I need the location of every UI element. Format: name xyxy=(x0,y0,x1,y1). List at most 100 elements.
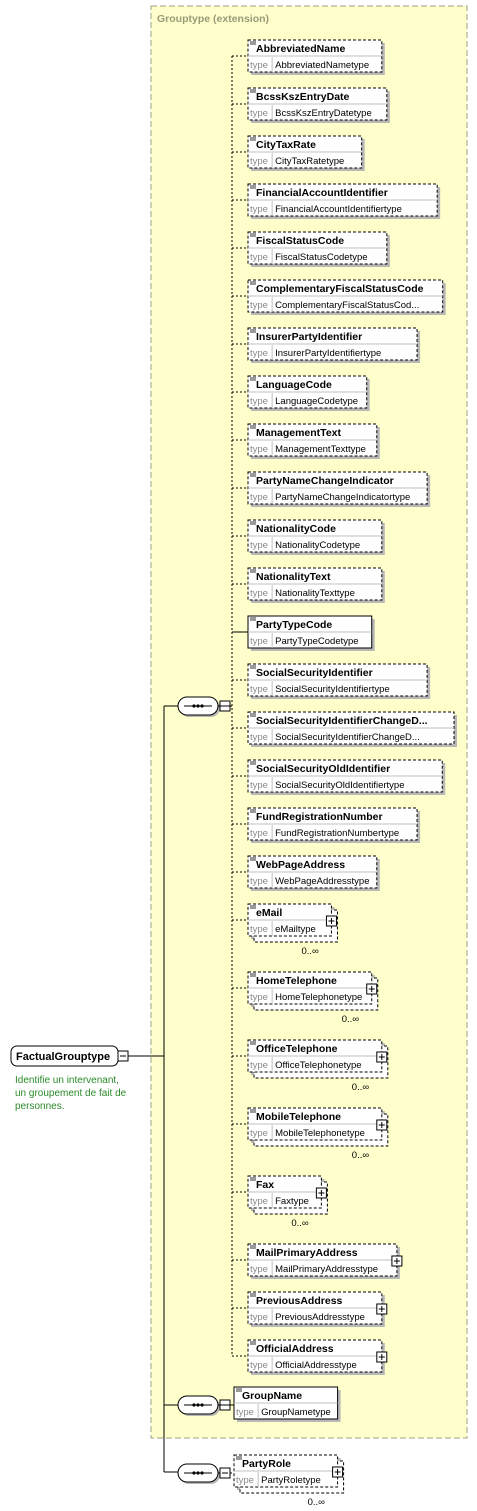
element-type: MobileTelephonetype xyxy=(275,1128,365,1139)
type-key: type xyxy=(250,992,268,1003)
element-type: HomeTelephonetype xyxy=(275,992,362,1003)
root-element-name: FactualGrouptype xyxy=(16,1051,110,1063)
element-type: WebPageAddresstype xyxy=(275,876,369,887)
type-key: type xyxy=(250,924,268,935)
element-name: NationalityText xyxy=(256,571,331,583)
element-6[interactable]: InsurerPartyIdentifiertype InsurerPartyId… xyxy=(247,327,421,363)
element-name: AbbreviatedName xyxy=(256,43,345,55)
element-type: AbbreviatedNametype xyxy=(275,60,369,71)
element-name: InsurerPartyIdentifier xyxy=(256,331,362,343)
occurrence-label: 0..∞ xyxy=(352,1150,370,1161)
element-name: OfficeTelephone xyxy=(256,1043,338,1055)
element-type: GroupNametype xyxy=(261,1407,331,1418)
element-name: LanguageCode xyxy=(256,379,332,391)
element-name: PreviousAddress xyxy=(256,1295,343,1307)
element-name: SocialSecurityOldIdentifier xyxy=(256,763,390,775)
element-name: BcssKszEntryDate xyxy=(256,91,350,103)
element-type: SocialSecurityIdentifiertype xyxy=(275,684,390,695)
element-type: NationalityCodetype xyxy=(275,540,360,551)
element-type: Faxtype xyxy=(275,1196,309,1207)
element-type: PartyRoletype xyxy=(261,1475,321,1486)
element-type: CityTaxRatetype xyxy=(275,156,344,167)
type-key: type xyxy=(250,780,268,791)
type-key: type xyxy=(250,1360,268,1371)
root-element[interactable]: FactualGrouptype xyxy=(10,1045,129,1067)
element-name: WebPageAddress xyxy=(256,859,345,871)
type-key: type xyxy=(250,108,268,119)
type-key: type xyxy=(250,588,268,599)
element-type: PartyTypeCodetype xyxy=(275,636,358,647)
root-doc-line-2: un groupement de fait de xyxy=(15,1088,127,1099)
type-key: type xyxy=(250,1128,268,1139)
element-type: PreviousAddresstype xyxy=(275,1312,365,1323)
element-name: HomeTelephone xyxy=(256,975,337,987)
element-name: FundRegistrationNumber xyxy=(256,811,383,823)
element-name: GroupName xyxy=(242,1390,302,1402)
sequence-outer-1[interactable] xyxy=(177,1463,231,1484)
type-key: type xyxy=(250,204,268,215)
element-type: SocialSecurityIdentifierChangeD... xyxy=(275,732,420,743)
element-name: FinancialAccountIdentifier xyxy=(256,187,388,199)
element-name: ManagementText xyxy=(256,427,341,439)
element-type: OfficialAddresstype xyxy=(275,1360,357,1371)
type-key: type xyxy=(236,1407,254,1418)
element-name: ComplementaryFiscalStatusCode xyxy=(256,283,424,295)
element-type: FundRegistrationNumbertype xyxy=(275,828,399,839)
element-name: PartyNameChangeIndicator xyxy=(256,475,394,487)
element-type: eMailtype xyxy=(275,924,316,935)
element-type: FinancialAccountIdentifiertype xyxy=(275,204,402,215)
root-doc-line-3: personnes. xyxy=(15,1101,64,1112)
type-key: type xyxy=(250,1264,268,1275)
type-key: type xyxy=(250,876,268,887)
element-type: ComplementaryFiscalStatusCod... xyxy=(275,300,419,311)
element-name: SocialSecurityIdentifierChangeD... xyxy=(256,715,428,727)
type-key: type xyxy=(250,1312,268,1323)
occurrence-label: 0..∞ xyxy=(308,1497,326,1508)
element-type: ManagementTexttype xyxy=(275,444,366,455)
type-key: type xyxy=(250,1060,268,1071)
element-type: FiscalStatusCodetype xyxy=(275,252,367,263)
element-name: MobileTelephone xyxy=(256,1111,341,1123)
element-type: MailPrimaryAddresstype xyxy=(275,1264,378,1275)
element-name: Fax xyxy=(256,1179,274,1191)
element-name: FiscalStatusCode xyxy=(256,235,344,247)
element-name: OfficialAddress xyxy=(256,1343,334,1355)
element-type: InsurerPartyIdentifiertype xyxy=(275,348,381,359)
type-key: type xyxy=(250,60,268,71)
occurrence-label: 0..∞ xyxy=(352,1082,370,1093)
element-type: SocialSecurityOldIdentifiertype xyxy=(275,780,404,791)
connectors xyxy=(128,55,248,1484)
type-key: type xyxy=(250,540,268,551)
element-name: NationalityCode xyxy=(256,523,336,535)
type-key: type xyxy=(250,828,268,839)
type-key: type xyxy=(250,396,268,407)
type-key: type xyxy=(250,156,268,167)
